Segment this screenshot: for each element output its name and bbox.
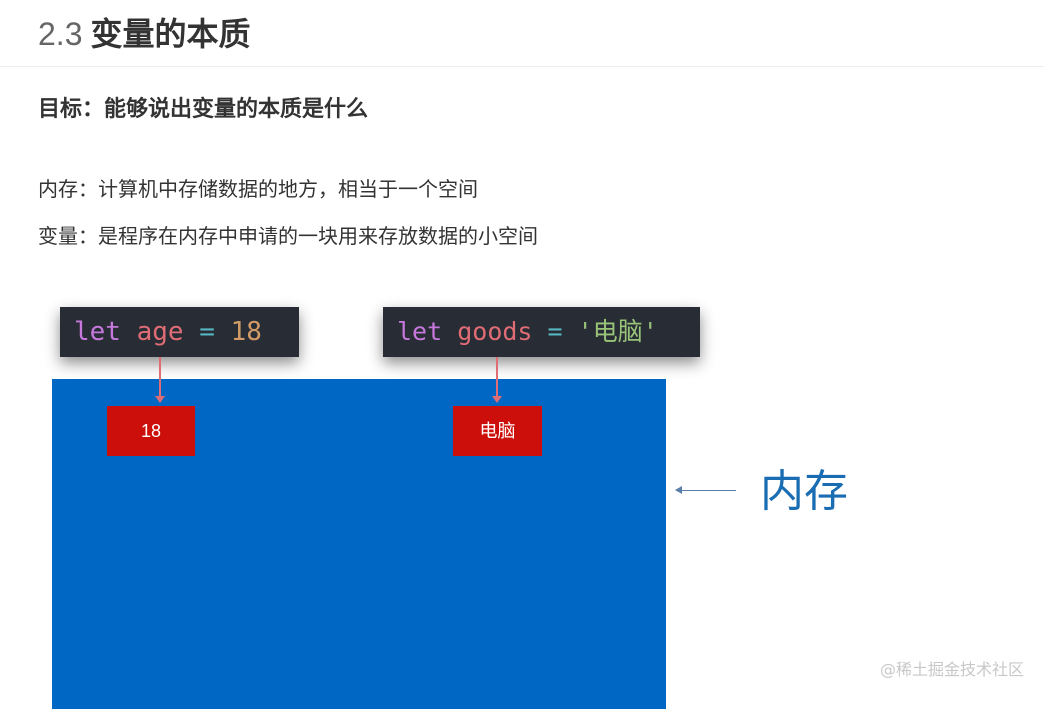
code-variable-name: age xyxy=(136,317,184,347)
pointer-arrow-age xyxy=(155,357,165,403)
heading-divider xyxy=(0,66,1044,67)
pointer-arrow-goods xyxy=(492,357,502,403)
code-variable-name: goods xyxy=(457,317,533,346)
code-value: 18 xyxy=(230,317,262,347)
memory-cell-age: 18 xyxy=(107,406,195,456)
watermark: @稀土掘金技术社区 xyxy=(879,660,1024,679)
memory-cell-goods: 电脑 xyxy=(453,406,542,456)
code-snippet-age: let age = 18 xyxy=(60,307,299,357)
code-value: '电脑' xyxy=(577,317,658,346)
variable-definition: 变量：是程序在内存中申请的一块用来存放数据的小空间 xyxy=(38,224,538,248)
memory-definition: 内存：计算机中存储数据的地方，相当于一个空间 xyxy=(38,177,478,201)
section-number: 2.3 xyxy=(38,16,83,52)
code-keyword: let xyxy=(397,317,443,346)
code-operator: = xyxy=(199,317,215,347)
code-snippet-goods: let goods = '电脑' xyxy=(383,307,700,357)
goal-text: 目标：能够说出变量的本质是什么 xyxy=(38,97,369,122)
section-title: 变量的本质 xyxy=(90,15,251,53)
code-operator: = xyxy=(547,317,563,346)
memory-label-arrow xyxy=(675,486,736,494)
code-keyword: let xyxy=(74,317,121,347)
memory-label: 内存 xyxy=(760,466,848,517)
